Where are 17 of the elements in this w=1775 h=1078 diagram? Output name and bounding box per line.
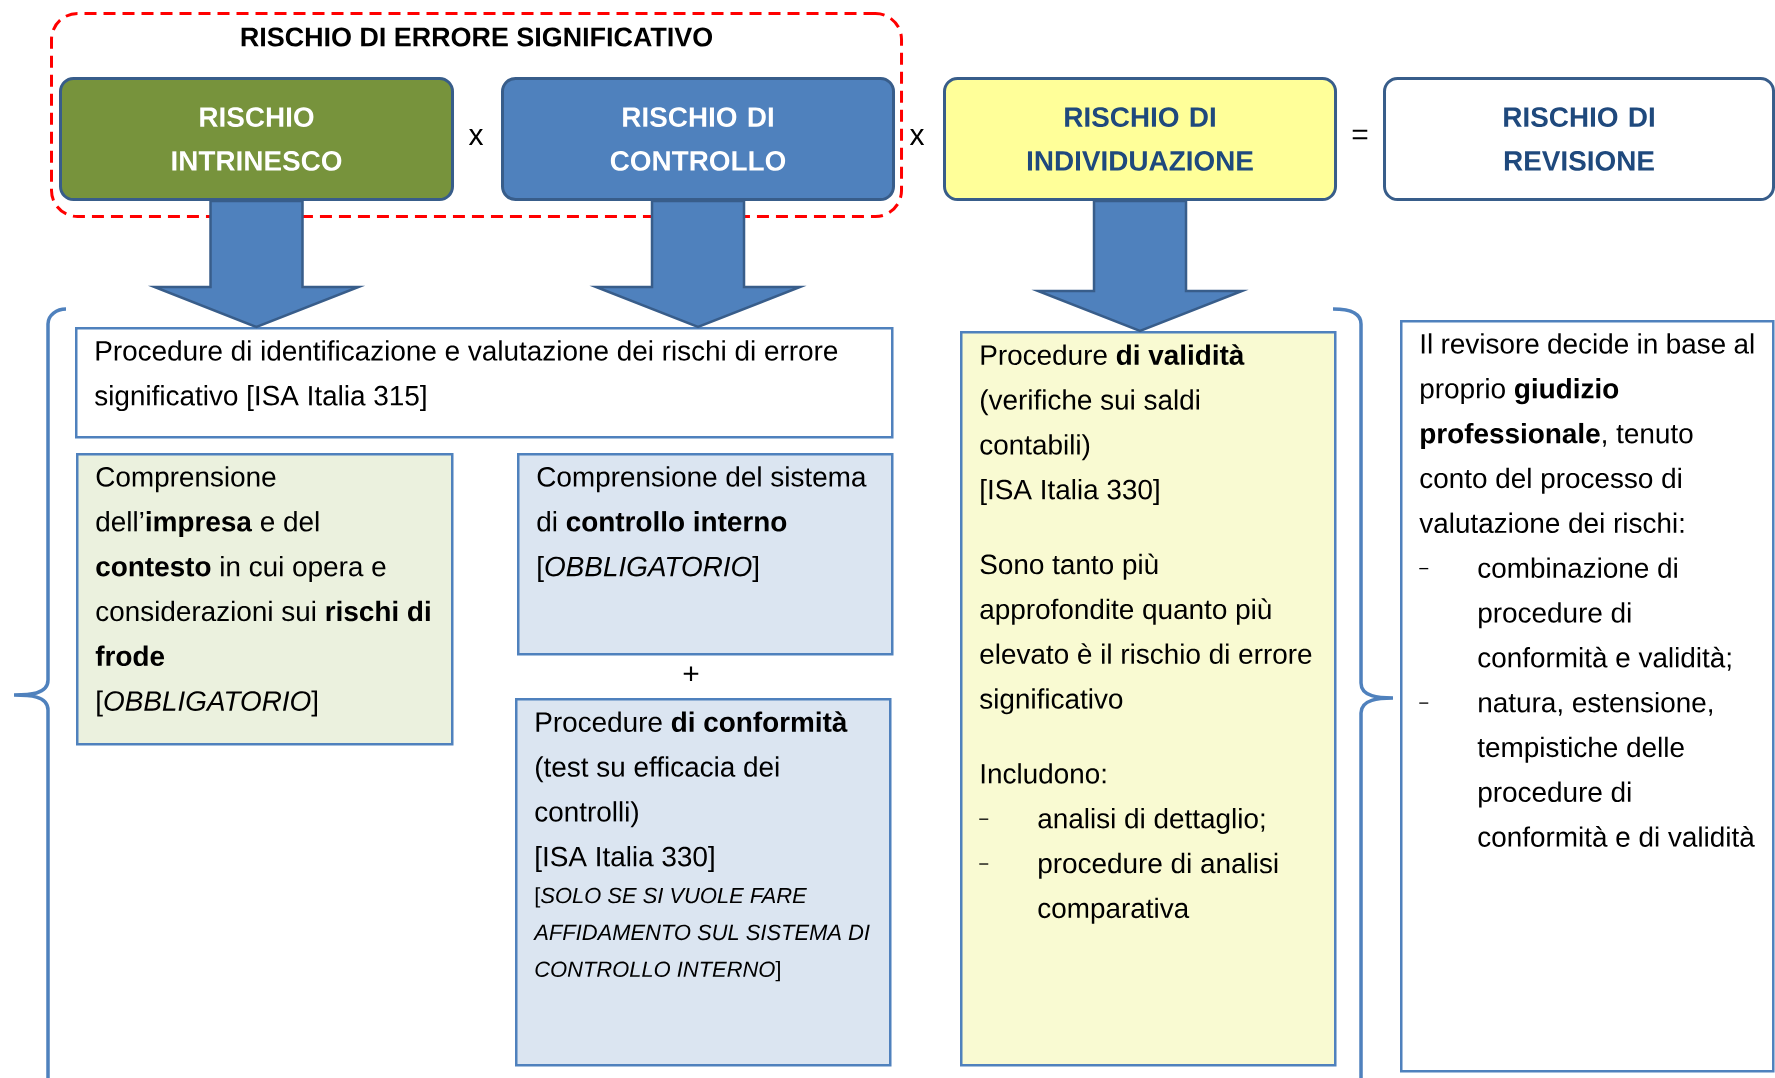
procedure-box: Procedure di identificazione e valutazione dei rischi di errore significativo [ISA Italia 315] [75,327,894,439]
operator-sign: x [468,129,484,145]
block-arrow [147,199,366,329]
procedure-box: Comprensione del sistema di controllo interno [OBBLIGATORIO] [517,453,894,656]
procedure-box: Procedure di conformità (test su efficacia dei controlli) [ISA Italia 330] [SOLO SE SI VUOLE FARE AFFIDAMENTO SUL SISTEMA DI CONTROLLO INTERNO] [515,698,892,1067]
risk-box: RISCHIO DI CONTROLLO [501,77,895,201]
block-arrow [1031,199,1249,333]
procedure-box: Procedure di validità (verifiche sui saldi contabili) [ISA Italia 330] Sono tanto più approfondite quanto più elevato è il rischio di errore significativo Includono: analisi di dettaglio; procedure di analisi comparativa [960,331,1337,1067]
operator-sign: + [683,666,699,681]
note-box: Il revisore decide in base al proprio giudizio professionale, tenuto conto del processo di valutazione dei rischi: combinazione di procedure di conformità e validità; natura, estensione, tempistiche delle procedure di conformità e di validità [1400,320,1775,1073]
risk-box: RISCHIO DI INDIVIDUAZIONE [943,77,1337,201]
risk-box: RISCHIO INTRINESCO [59,77,454,201]
operator-sign: x [909,129,925,145]
operator-sign: = [1352,129,1368,140]
procedure-box: Comprensione dell’impresa e del contesto in cui opera e considerazioni sui rischi di frode [OBBLIGATORIO] [76,453,454,746]
risk-box: RISCHIO DI REVISIONE [1383,77,1775,201]
block-arrow [589,199,807,329]
